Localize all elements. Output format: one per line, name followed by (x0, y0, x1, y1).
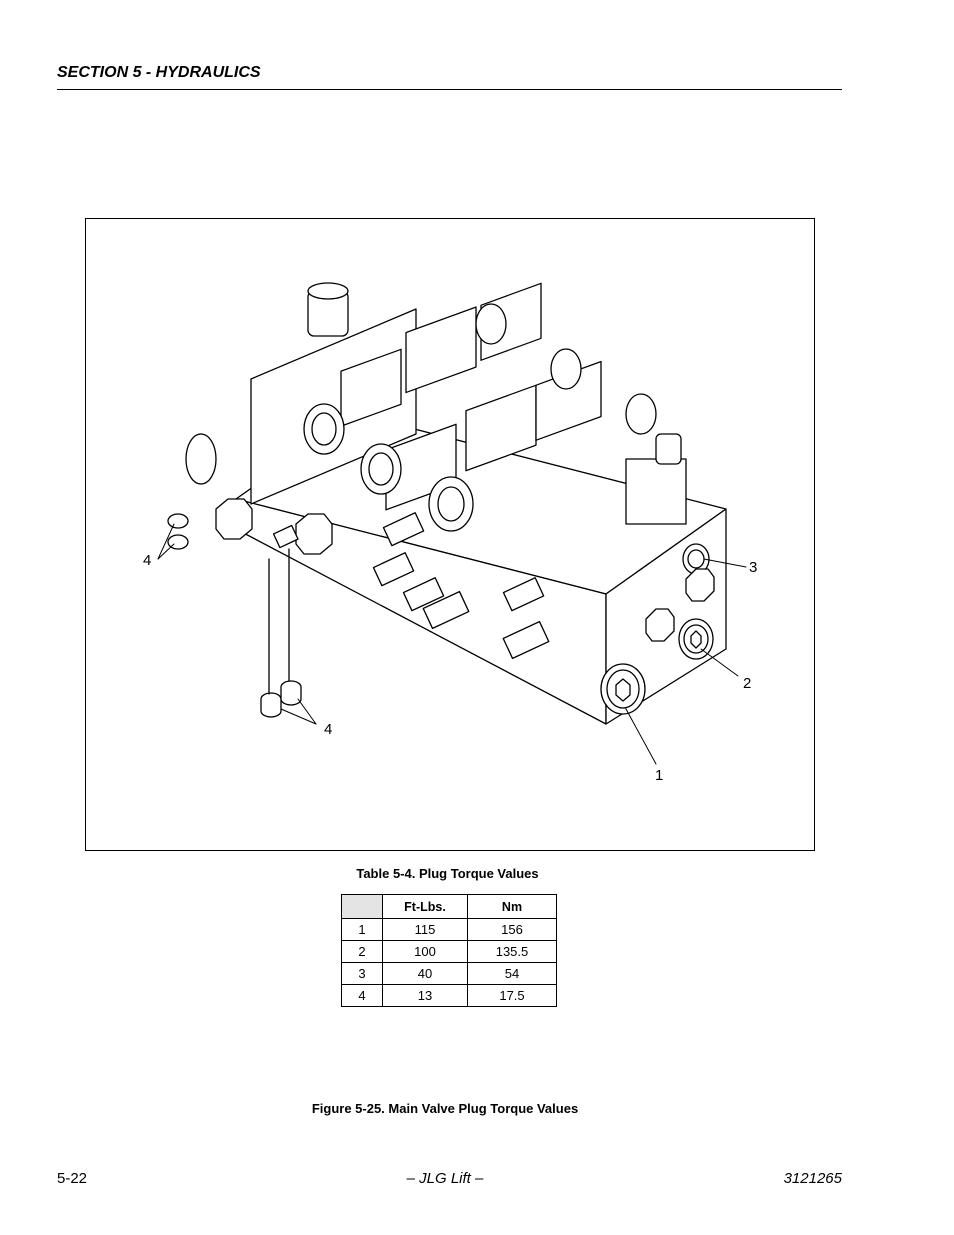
document-number: 3121265 (783, 1170, 842, 1187)
table-row: 1 115 156 (341, 918, 557, 941)
page-number: 5-22 (57, 1170, 88, 1187)
plug-2 (678, 618, 714, 660)
publisher-footer: – JLG Lift – (406, 1170, 484, 1187)
plug-torque-table: Ft-Lbs. Nm 1 115 156 2 100 135.5 3 40 54… (341, 894, 557, 1007)
table-cell: 135.5 (467, 940, 557, 963)
valve-illustration-frame: 4 4 1 2 3 (85, 218, 815, 851)
table-cell: 17.5 (467, 984, 557, 1007)
section-header: SECTION 5 - HYDRAULICS (57, 64, 261, 81)
table-cell: 54 (467, 962, 557, 985)
callout-3: 3 (749, 559, 758, 576)
table-header-cell: Ft-Lbs. (382, 894, 468, 919)
header-rule (57, 89, 842, 90)
table-cell: 13 (382, 984, 468, 1007)
table-title: Table 5-4. Plug Torque Values (356, 866, 539, 881)
plug-1 (600, 663, 646, 715)
callout-2: 2 (743, 675, 752, 692)
table-row: 2 100 135.5 (341, 940, 557, 963)
table-header-row: Ft-Lbs. Nm (341, 894, 557, 919)
callout-leaders (157, 523, 747, 765)
table-cell: 40 (382, 962, 468, 985)
valve-knobs (185, 282, 682, 532)
plugs-4 (167, 513, 302, 718)
table-cell: 4 (341, 984, 383, 1007)
figure-caption: Figure 5-25. Main Valve Plug Torque Valu… (311, 1101, 579, 1116)
table-header-cell: Nm (467, 894, 557, 919)
callout-4-left: 4 (143, 552, 152, 569)
callout-4-bottom: 4 (324, 721, 333, 738)
callout-1: 1 (655, 767, 664, 784)
table-cell: 1 (341, 918, 383, 941)
table-cell: 2 (341, 940, 383, 963)
table-cell: 3 (341, 962, 383, 985)
table-row: 3 40 54 (341, 962, 557, 985)
table-row: 4 13 17.5 (341, 984, 557, 1007)
table-header-cell (341, 894, 383, 919)
table-cell: 100 (382, 940, 468, 963)
main-valve-illustration (157, 282, 747, 765)
side-cap-lower (645, 608, 675, 642)
table-cell: 115 (382, 918, 468, 941)
table-cell: 156 (467, 918, 557, 941)
side-cap-upper (685, 568, 715, 602)
front-fittings (215, 498, 550, 660)
